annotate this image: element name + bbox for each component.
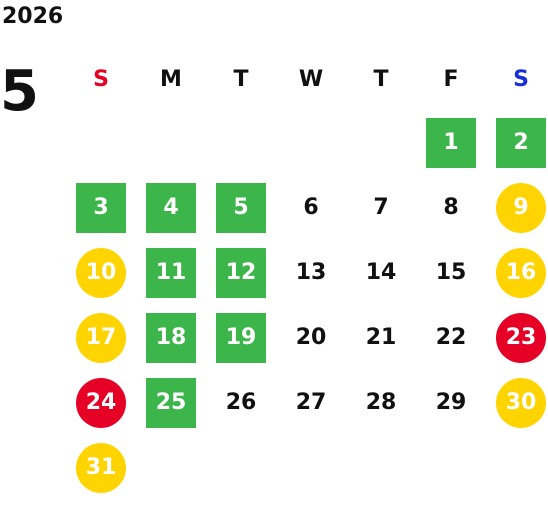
day-number: 12 bbox=[216, 247, 266, 298]
day-number: 17 bbox=[76, 312, 126, 363]
day-number: 31 bbox=[76, 442, 126, 493]
day-cell[interactable]: 4 bbox=[136, 175, 206, 240]
day-number: 22 bbox=[435, 325, 467, 350]
weekday-header: T bbox=[233, 67, 249, 92]
day-number: 15 bbox=[435, 260, 467, 285]
day-number: 26 bbox=[225, 390, 257, 415]
day-number: 2 bbox=[496, 117, 546, 168]
day-cell[interactable]: 28 bbox=[346, 370, 416, 435]
day-cell[interactable]: 3 bbox=[66, 175, 136, 240]
day-cell[interactable]: 12 bbox=[206, 240, 276, 305]
day-number: 6 bbox=[303, 195, 319, 220]
day-cell[interactable]: 6 bbox=[276, 175, 346, 240]
day-cell[interactable]: 14 bbox=[346, 240, 416, 305]
day-number: 4 bbox=[146, 182, 196, 233]
day-cell[interactable]: 15 bbox=[416, 240, 486, 305]
day-cell[interactable]: 31 bbox=[66, 435, 136, 500]
day-cell[interactable]: 25 bbox=[136, 370, 206, 435]
day-number: 5 bbox=[216, 182, 266, 233]
day-number: 27 bbox=[295, 390, 327, 415]
day-number: 10 bbox=[76, 247, 126, 298]
day-number: 21 bbox=[365, 325, 397, 350]
day-cell[interactable]: 11 bbox=[136, 240, 206, 305]
day-cell[interactable]: 23 bbox=[486, 305, 548, 370]
weekday-header: T bbox=[373, 67, 389, 92]
day-number: 8 bbox=[443, 195, 459, 220]
day-number: 1 bbox=[426, 117, 476, 168]
day-number: 19 bbox=[216, 312, 266, 363]
day-number: 11 bbox=[146, 247, 196, 298]
weekday-header: S bbox=[513, 67, 529, 92]
day-cell[interactable]: 22 bbox=[416, 305, 486, 370]
day-cell[interactable]: 27 bbox=[276, 370, 346, 435]
weekday-header: S bbox=[93, 67, 109, 92]
day-cell[interactable]: 19 bbox=[206, 305, 276, 370]
day-cell[interactable]: 18 bbox=[136, 305, 206, 370]
day-cell[interactable]: 5 bbox=[206, 175, 276, 240]
day-cell[interactable]: 20 bbox=[276, 305, 346, 370]
day-number: 16 bbox=[496, 247, 546, 298]
day-number: 3 bbox=[76, 182, 126, 233]
day-cell[interactable]: 8 bbox=[416, 175, 486, 240]
day-number: 25 bbox=[146, 377, 196, 428]
day-number: 14 bbox=[365, 260, 397, 285]
day-cell[interactable]: 2 bbox=[486, 110, 548, 175]
day-number: 23 bbox=[496, 312, 546, 363]
day-number: 9 bbox=[496, 182, 546, 233]
day-number: 29 bbox=[435, 390, 467, 415]
day-cell[interactable]: 7 bbox=[346, 175, 416, 240]
day-cell[interactable]: 26 bbox=[206, 370, 276, 435]
weekday-header: M bbox=[160, 67, 182, 92]
month-label: 5 bbox=[0, 59, 39, 124]
day-cell[interactable]: 21 bbox=[346, 305, 416, 370]
weekday-header: F bbox=[443, 67, 459, 92]
day-cell[interactable]: 30 bbox=[486, 370, 548, 435]
day-number: 18 bbox=[146, 312, 196, 363]
year-label: 2026 bbox=[2, 4, 64, 29]
day-cell[interactable]: 16 bbox=[486, 240, 548, 305]
day-number: 28 bbox=[365, 390, 397, 415]
day-cell[interactable]: 10 bbox=[66, 240, 136, 305]
day-number: 13 bbox=[295, 260, 327, 285]
day-cell[interactable]: 9 bbox=[486, 175, 548, 240]
day-number: 20 bbox=[295, 325, 327, 350]
day-cell[interactable]: 17 bbox=[66, 305, 136, 370]
day-cell[interactable]: 29 bbox=[416, 370, 486, 435]
day-cell[interactable]: 13 bbox=[276, 240, 346, 305]
day-cell[interactable]: 24 bbox=[66, 370, 136, 435]
day-number: 30 bbox=[496, 377, 546, 428]
day-cell[interactable]: 1 bbox=[416, 110, 486, 175]
day-number: 7 bbox=[373, 195, 389, 220]
day-number: 24 bbox=[76, 377, 126, 428]
weekday-header: W bbox=[298, 67, 324, 92]
